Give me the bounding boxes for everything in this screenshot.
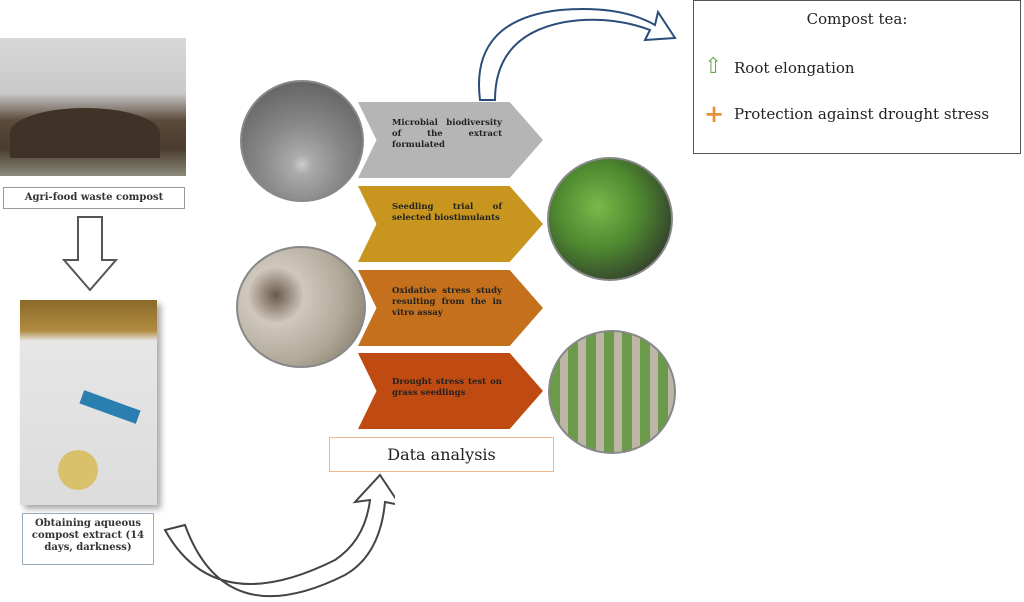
step-drought: Drought stress test on grass seedlings [358,353,543,429]
result-root-elongation: Root elongation [734,59,855,77]
step-seedling: Seedling trial of selected biostimulants [358,186,543,262]
plus-icon: + [704,99,725,128]
seedlings-photo [547,157,673,281]
step-microbial: Microbial biodiversity of the extract fo… [358,102,543,178]
down-arrow-icon [61,216,119,292]
step-label: Oxidative stress study resulting from th… [392,286,502,318]
grass-pots-photo [548,330,676,454]
step-label: Drought stress test on grass seedlings [392,377,502,398]
step-label: Microbial biodiversity of the extract fo… [392,118,502,150]
results-title: Compost tea: [806,10,908,28]
curved-arrow-icon [163,473,395,598]
step-label: Seedling trial of selected biostimulants [392,202,502,223]
extract-label: Obtaining aqueous compost extract (14 da… [22,513,154,565]
curved-arrow-top-icon [478,8,677,101]
compost-label: Agri-food waste compost [3,187,185,209]
compost-photo [0,38,186,176]
results-box: Compost tea: ⇧ Root elongation + Protect… [693,0,1021,154]
data-analysis-box: Data analysis [329,437,554,472]
up-arrow-icon: ⇧ [704,53,723,79]
result-drought-protection: Protection against drought stress [734,105,990,123]
extract-photo [20,300,157,505]
petri-dish-photo [240,80,364,202]
step-oxidative: Oxidative stress study resulting from th… [358,270,543,346]
mortar-photo [236,246,366,368]
